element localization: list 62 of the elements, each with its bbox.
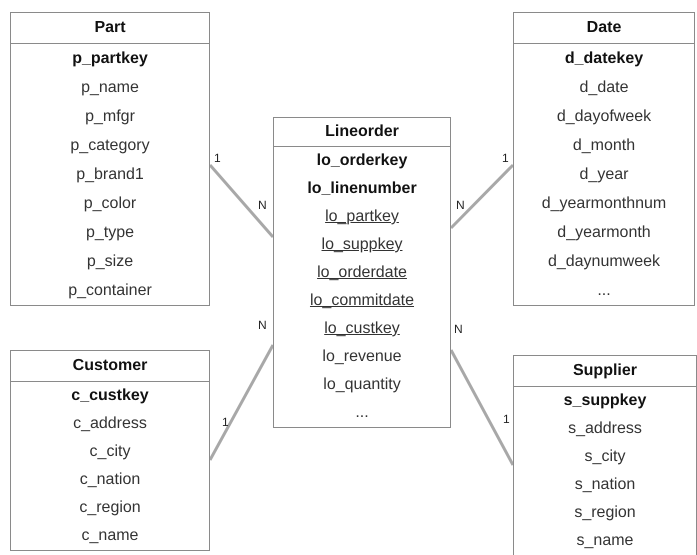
- column-name: s_name: [576, 531, 634, 551]
- table-name: Part: [11, 13, 209, 44]
- column-name: s_nation: [574, 475, 636, 495]
- column-name: c_name: [80, 526, 140, 546]
- column-name: ...: [596, 281, 612, 301]
- key-column: s_suppkey: [514, 387, 696, 415]
- column-name: c_nation: [78, 470, 142, 490]
- column-name: p_name: [80, 78, 140, 98]
- column-name: d_month: [572, 136, 636, 156]
- column-name: s_address: [567, 419, 643, 439]
- column-name: d_date: [578, 78, 630, 98]
- foreign-key-column: lo_commitdate: [274, 287, 450, 315]
- table-box: [10, 12, 210, 306]
- key-column: lo_linenumber: [274, 175, 450, 203]
- connector-line: [208, 344, 274, 461]
- column-name: d_yearmonthnum: [540, 194, 668, 214]
- column-name: d_dayofweek: [556, 107, 652, 127]
- connector-line: [450, 164, 514, 230]
- table-box: [273, 117, 451, 428]
- key-column: d_datekey: [514, 44, 694, 73]
- table-box: [513, 12, 695, 306]
- cardinality-label: N: [258, 198, 267, 212]
- cardinality-label: 1: [503, 412, 510, 426]
- column-name: d_daynumweek: [546, 252, 662, 272]
- table-name: Supplier: [514, 356, 696, 387]
- foreign-key-column: lo_partkey: [274, 203, 450, 231]
- foreign-key-column: lo_custkey: [274, 315, 450, 343]
- connector-line: [208, 164, 274, 238]
- table-box: [513, 355, 697, 555]
- key-column: lo_orderkey: [274, 147, 450, 175]
- key-column: c_custkey: [11, 382, 209, 410]
- column-name: p_type: [84, 223, 136, 243]
- table-name: Date: [514, 13, 694, 44]
- column-name: p_container: [67, 281, 153, 301]
- cardinality-label: 1: [502, 151, 509, 165]
- column-name: p_brand1: [75, 165, 145, 185]
- cardinality-label: 1: [214, 151, 221, 165]
- column-name: p_mfgr: [84, 107, 136, 127]
- column-name: d_year: [578, 165, 630, 185]
- column-name: lo_quantity: [322, 375, 402, 395]
- foreign-key-column: lo_suppkey: [274, 231, 450, 259]
- column-name: p_color: [82, 194, 138, 214]
- cardinality-label: 1: [222, 415, 229, 429]
- table-name: Customer: [11, 351, 209, 382]
- column-name: lo_revenue: [321, 347, 403, 367]
- key-column: p_partkey: [11, 44, 209, 73]
- column-name: c_address: [72, 414, 148, 434]
- column-name: ...: [354, 403, 370, 423]
- table-name: Lineorder: [274, 118, 450, 147]
- column-name: d_yearmonth: [556, 223, 652, 243]
- cardinality-label: N: [258, 318, 267, 332]
- column-name: s_city: [584, 447, 626, 467]
- column-name: p_category: [69, 136, 151, 156]
- column-name: c_city: [88, 442, 132, 462]
- column-name: c_region: [78, 498, 142, 518]
- connector-line: [450, 349, 514, 466]
- cardinality-label: N: [456, 198, 465, 212]
- table-box: [10, 350, 210, 551]
- column-name: p_size: [86, 252, 134, 272]
- foreign-key-column: lo_orderdate: [274, 259, 450, 287]
- column-name: s_region: [573, 503, 637, 523]
- cardinality-label: N: [454, 322, 463, 336]
